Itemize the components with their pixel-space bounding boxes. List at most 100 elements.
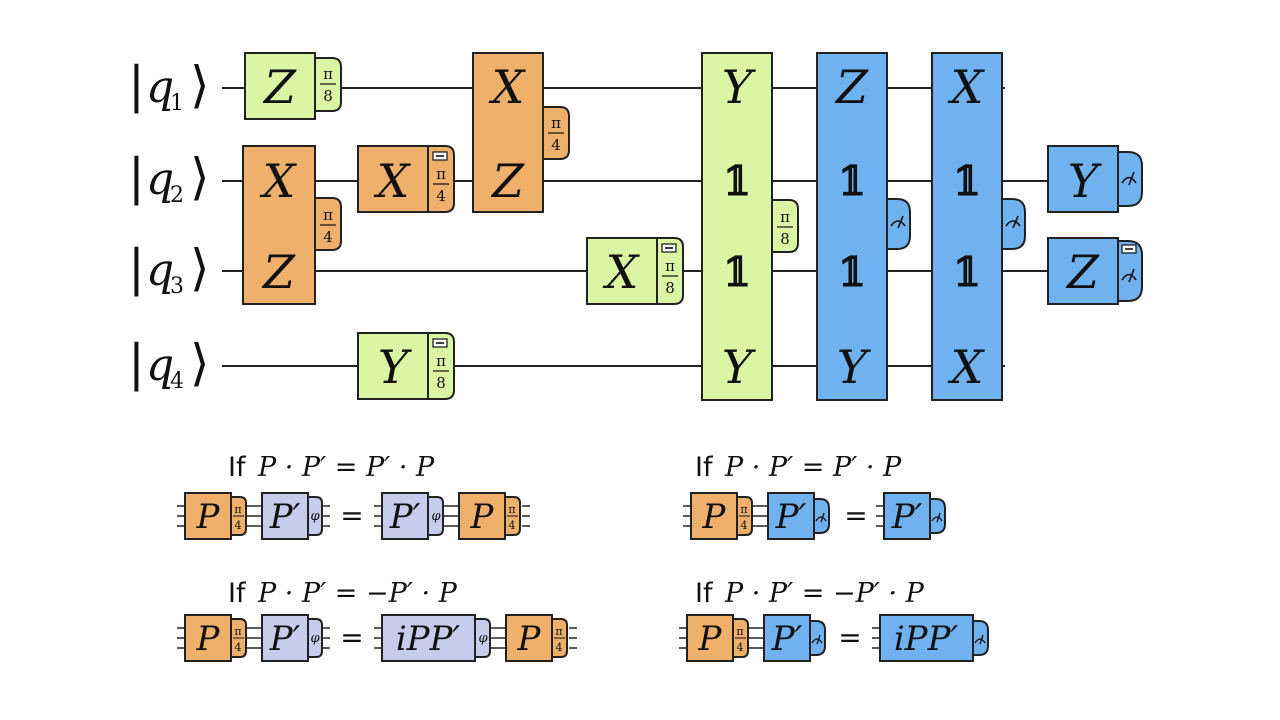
svg-text:⟩: ⟩	[190, 148, 210, 206]
svg-text:π: π	[323, 65, 333, 83]
svg-text:=: =	[340, 621, 363, 654]
qubit-label-3: | q 3 ⟩	[128, 239, 210, 299]
svg-text:φ: φ	[310, 509, 320, 524]
svg-text:π: π	[555, 625, 562, 638]
svg-text:Y: Y	[722, 60, 757, 114]
rule-commute-rotation: If P · P′ = P′ · P P π 4 P′ φ = P′ φ P π	[177, 452, 530, 540]
svg-text:=: =	[340, 499, 363, 532]
svg-text:𝟙: 𝟙	[953, 158, 981, 205]
svg-text:P′: P′	[389, 497, 421, 537]
svg-text:8: 8	[665, 279, 675, 297]
svg-text:P′: P′	[269, 619, 301, 659]
svg-text:𝟙: 𝟙	[723, 158, 751, 205]
gate-x-minus-pi8-q3: X π 8	[586, 237, 684, 305]
svg-text:q: q	[146, 154, 174, 205]
meter-icon	[811, 634, 823, 645]
svg-text:φ: φ	[310, 631, 320, 646]
svg-text:Z: Z	[261, 245, 296, 299]
svg-text:π: π	[551, 114, 561, 132]
svg-text:P′: P′	[771, 619, 803, 659]
svg-text:π: π	[736, 625, 743, 638]
svg-text:4: 4	[551, 136, 561, 154]
svg-text:|: |	[128, 148, 145, 206]
svg-text:X: X	[948, 60, 986, 114]
svg-text:P′: P′	[269, 497, 301, 537]
svg-text:iPP′: iPP′	[396, 619, 461, 659]
svg-text:|: |	[128, 56, 145, 114]
svg-text:1: 1	[170, 91, 184, 116]
svg-text:𝟙: 𝟙	[838, 249, 866, 296]
meter-icon	[815, 512, 827, 523]
svg-text:X: X	[374, 154, 412, 208]
svg-text:Z: Z	[262, 60, 297, 114]
svg-text:π: π	[665, 257, 675, 275]
measure-x11x: X 𝟙 𝟙 X	[931, 52, 1026, 401]
qubit-label-1: | q 1 ⟩	[128, 56, 210, 116]
svg-text:4: 4	[436, 187, 446, 205]
svg-text:2: 2	[170, 183, 184, 208]
svg-text:X: X	[948, 340, 986, 394]
svg-text:𝟙: 𝟙	[838, 158, 866, 205]
svg-text:8: 8	[323, 87, 333, 105]
meter-icon	[1121, 268, 1137, 283]
svg-text:Z: Z	[1065, 245, 1100, 299]
measure-z-q3: Z	[1047, 237, 1143, 305]
svg-text:φ: φ	[478, 631, 488, 646]
svg-text:P: P	[470, 497, 495, 537]
rule-anticommute-measure: If P · P′ = −P′ · P P π 4 P′ = iPP′	[679, 578, 989, 662]
svg-text:4: 4	[556, 641, 563, 654]
svg-text:P · P′ = −P′ · P: P · P′ = −P′ · P	[724, 578, 925, 609]
measure-y-q2: Y	[1047, 145, 1143, 213]
gate-y11y-pi8: Y 𝟙 𝟙 Y π 8	[701, 52, 799, 401]
svg-text:P: P	[702, 497, 727, 537]
svg-text:Z: Z	[490, 154, 525, 208]
svg-text:π: π	[436, 352, 446, 370]
meter-icon	[890, 215, 906, 229]
svg-text:𝟙: 𝟙	[723, 249, 751, 296]
svg-text:X: X	[260, 154, 298, 208]
qubit-label-4: | q 4 ⟩	[128, 334, 210, 394]
svg-text:q: q	[146, 340, 174, 391]
svg-text:4: 4	[509, 519, 516, 532]
svg-text:Y: Y	[1068, 154, 1103, 208]
svg-text:Z: Z	[834, 60, 869, 114]
svg-text:If: If	[695, 578, 714, 609]
svg-text:𝟙: 𝟙	[953, 249, 981, 296]
rule-commute-measure: If P · P′ = P′ · P P π 4 P′ = P′	[683, 452, 946, 540]
svg-text:π: π	[323, 206, 333, 224]
svg-text:π: π	[234, 625, 241, 638]
svg-text:If: If	[695, 452, 714, 483]
svg-text:X: X	[603, 245, 641, 299]
svg-text:Y: Y	[837, 340, 872, 394]
svg-text:X: X	[489, 60, 527, 114]
svg-text:If: If	[228, 452, 247, 483]
svg-text:4: 4	[741, 519, 748, 532]
svg-text:=: =	[838, 621, 861, 654]
rule-anticommute-rotation: If P · P′ = −P′ · P P π 4 P′ φ = iPP′ φ …	[177, 578, 577, 662]
svg-text:π: π	[740, 503, 747, 516]
svg-text:π: π	[436, 165, 446, 183]
svg-text:π: π	[234, 503, 241, 516]
gate-xz-pi4-q1q2: X Z π 4	[472, 52, 570, 213]
meter-icon	[974, 634, 986, 645]
svg-text:q: q	[146, 62, 174, 113]
svg-text:P′: P′	[891, 497, 923, 537]
svg-text:P · P′ = −P′ · P: P · P′ = −P′ · P	[257, 578, 458, 609]
svg-text:If: If	[228, 578, 247, 609]
svg-text:q: q	[146, 245, 174, 296]
svg-text:π: π	[780, 208, 790, 226]
svg-text:P · P′ = P′ · P: P · P′ = P′ · P	[257, 452, 435, 483]
svg-text:4: 4	[323, 228, 333, 246]
gate-xz-pi4-q2q3: X Z π 4	[242, 145, 342, 305]
svg-text:P: P	[196, 497, 221, 537]
meter-icon	[931, 512, 943, 523]
svg-text:4: 4	[170, 369, 184, 394]
svg-text:φ: φ	[431, 509, 441, 524]
svg-text:8: 8	[780, 230, 790, 248]
svg-text:3: 3	[170, 274, 184, 299]
svg-text:⟩: ⟩	[190, 334, 210, 392]
svg-text:P: P	[196, 619, 221, 659]
svg-text:Y: Y	[722, 340, 757, 394]
svg-text:⟩: ⟩	[190, 56, 210, 114]
